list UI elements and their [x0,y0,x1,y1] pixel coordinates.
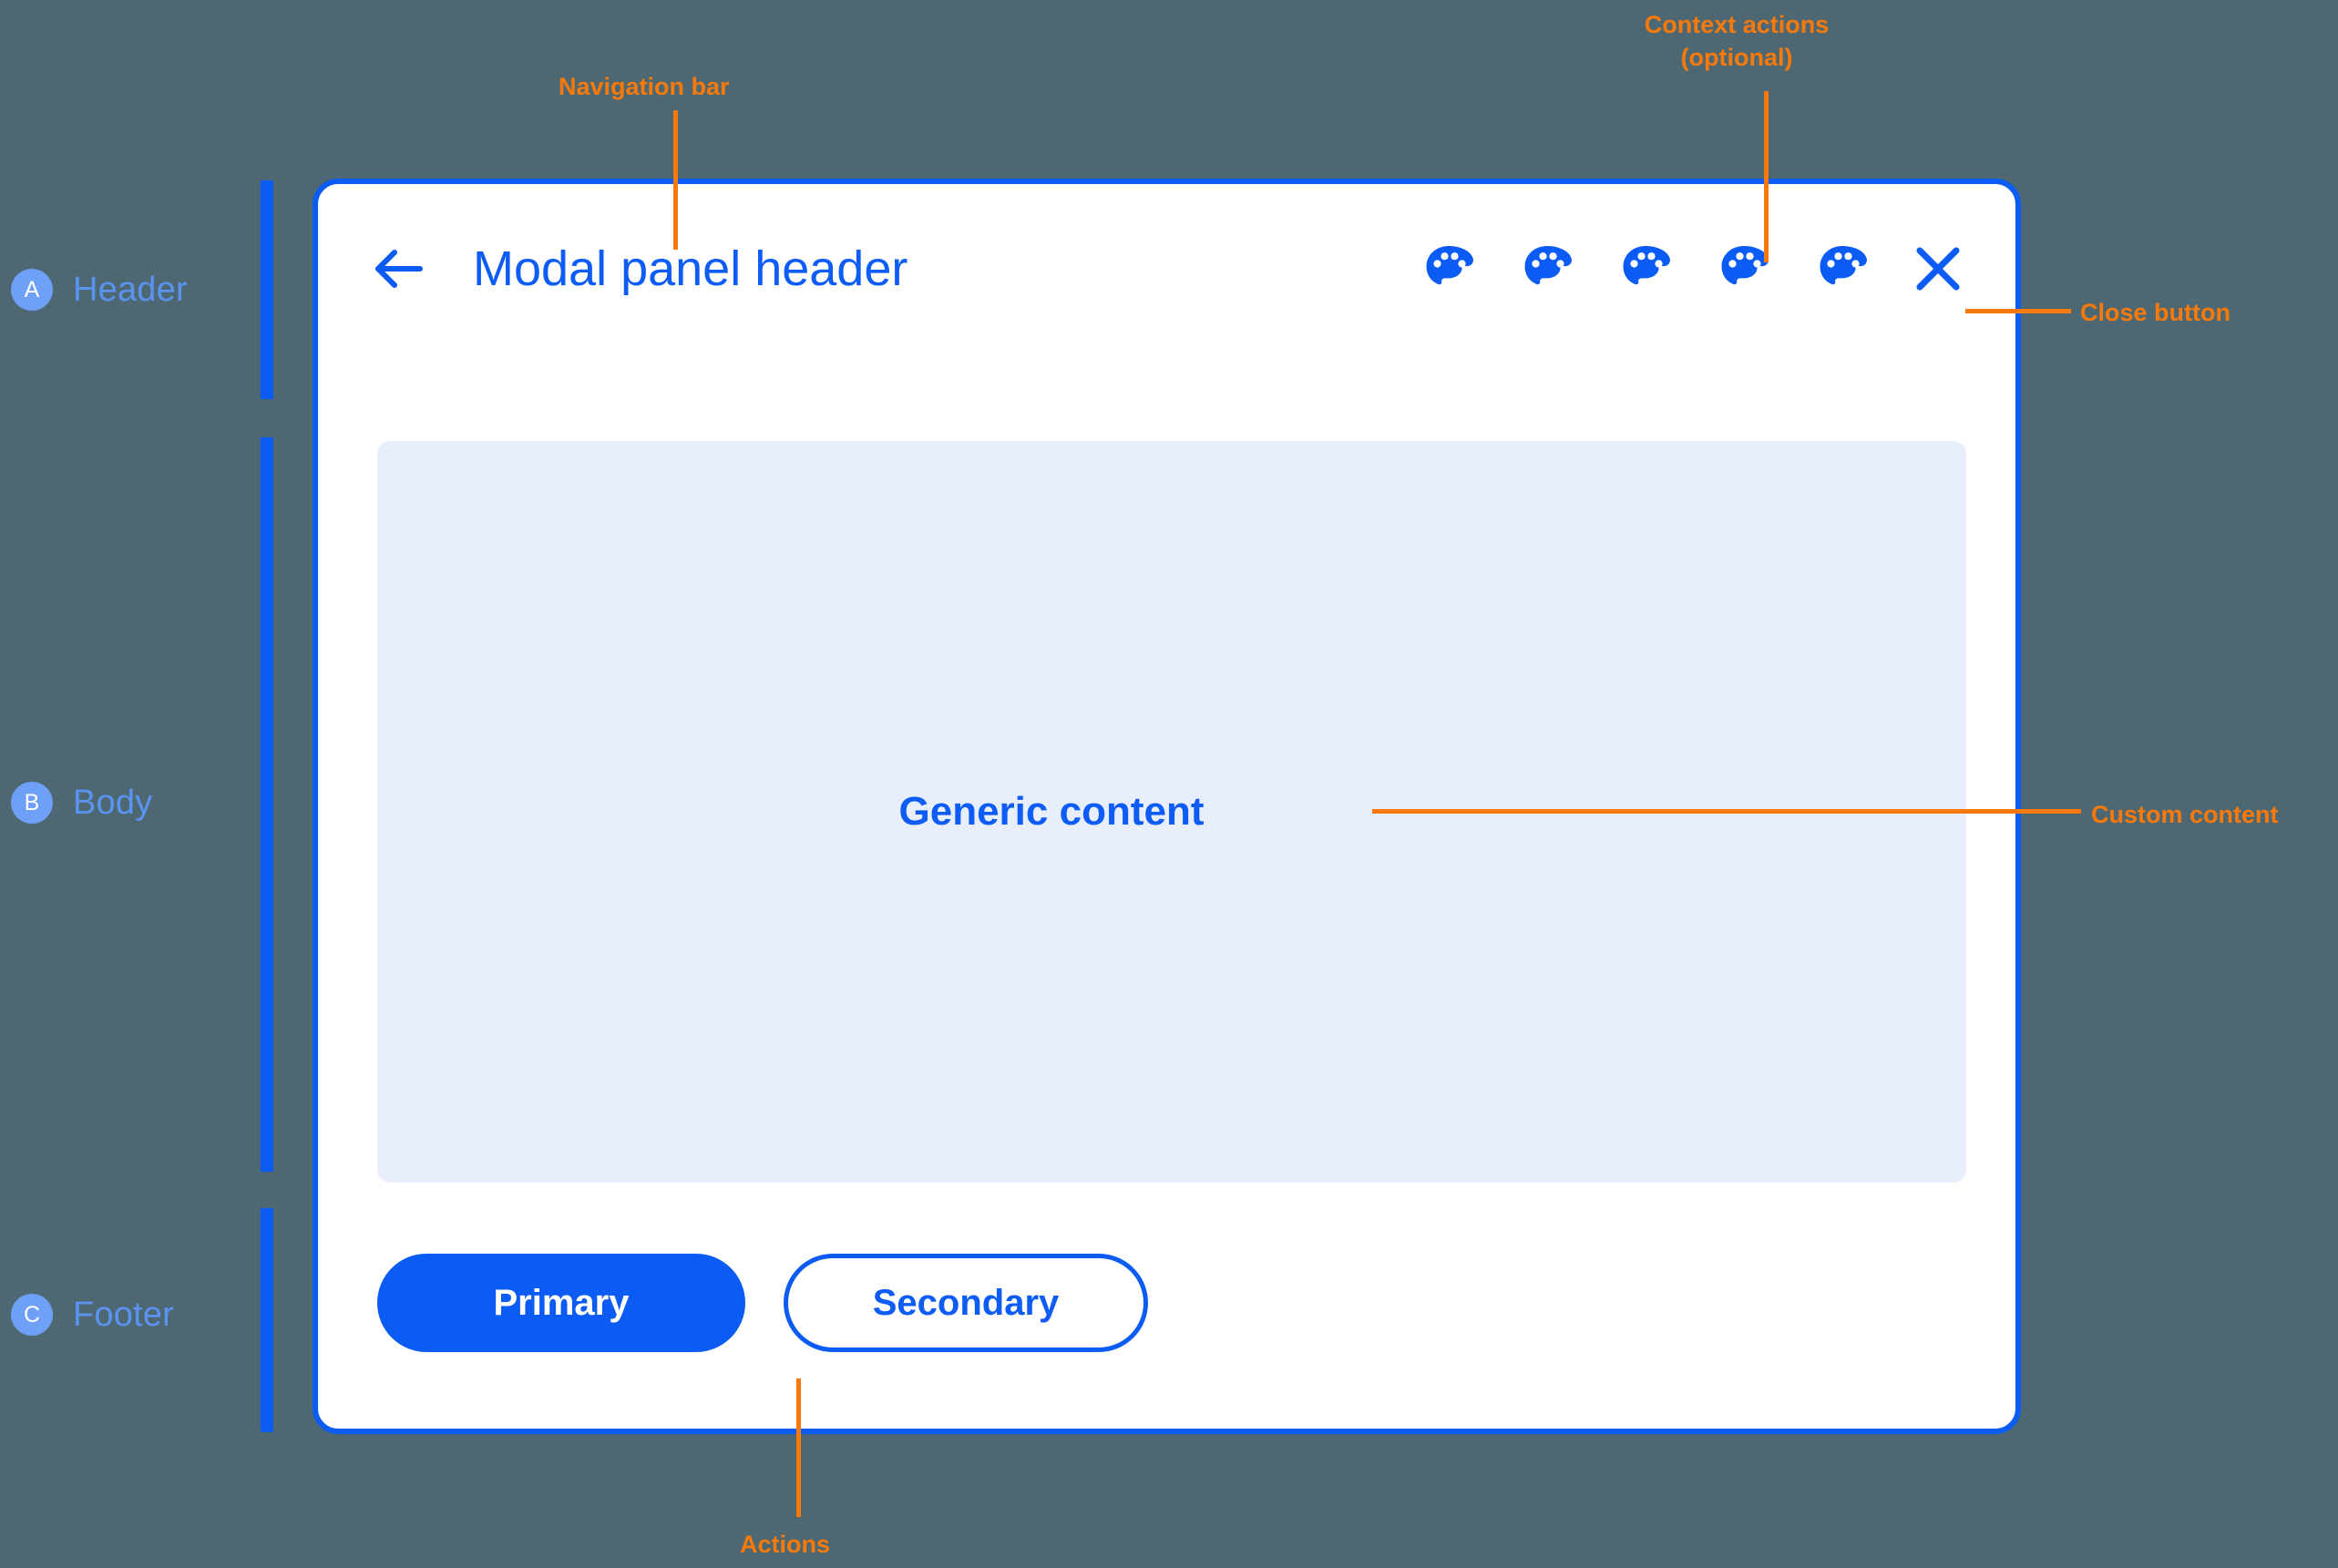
bracket-bar-footer [261,1208,273,1432]
section-badge-a: A [11,269,53,311]
section-marker-body: B Body [11,782,152,824]
context-actions-group [1423,243,1868,294]
modal-panel: Modal panel header [313,179,2021,1434]
bracket-bar-header [261,180,273,399]
annotation-close-button: Close button [2080,299,2230,326]
section-badge-b: B [11,782,53,824]
section-badge-c: C [11,1294,53,1336]
back-arrow-icon[interactable] [371,241,427,297]
section-marker-header: A Header [11,269,188,311]
annotation-actions: Actions [740,1531,831,1558]
palette-icon[interactable] [1423,243,1474,294]
annotation-context-actions-line1: Context actions [1644,11,1830,38]
leader-line-close-button [1965,309,2071,313]
annotation-context-actions: Context actions (optional) [1595,9,1878,74]
primary-button[interactable]: Primary [377,1254,745,1352]
leader-line-navigation-bar [673,110,678,250]
section-label-body: Body [73,783,153,822]
generic-content-label: Generic content [898,789,1205,834]
palette-icon[interactable] [1620,243,1671,294]
section-marker-footer: C Footer [11,1294,174,1336]
annotation-navigation-bar: Navigation bar [559,73,730,100]
palette-icon[interactable] [1718,243,1769,294]
leader-line-context-actions [1764,91,1769,262]
palette-icon[interactable] [1522,243,1573,294]
bracket-bar-body [261,437,273,1172]
secondary-button[interactable]: Secondary [784,1254,1148,1352]
section-label-header: Header [73,270,188,309]
leader-line-actions [796,1378,801,1517]
close-x-icon[interactable] [1910,241,1966,297]
annotation-custom-content: Custom content [2091,801,2279,828]
modal-header: Modal panel header [318,184,2015,354]
section-label-footer: Footer [73,1295,175,1334]
page-title: Modal panel header [473,241,908,296]
palette-icon[interactable] [1817,243,1868,294]
modal-footer: Primary Secondary [377,1254,1148,1352]
annotation-context-actions-line2: (optional) [1680,43,1793,71]
leader-line-custom-content [1372,809,2081,814]
